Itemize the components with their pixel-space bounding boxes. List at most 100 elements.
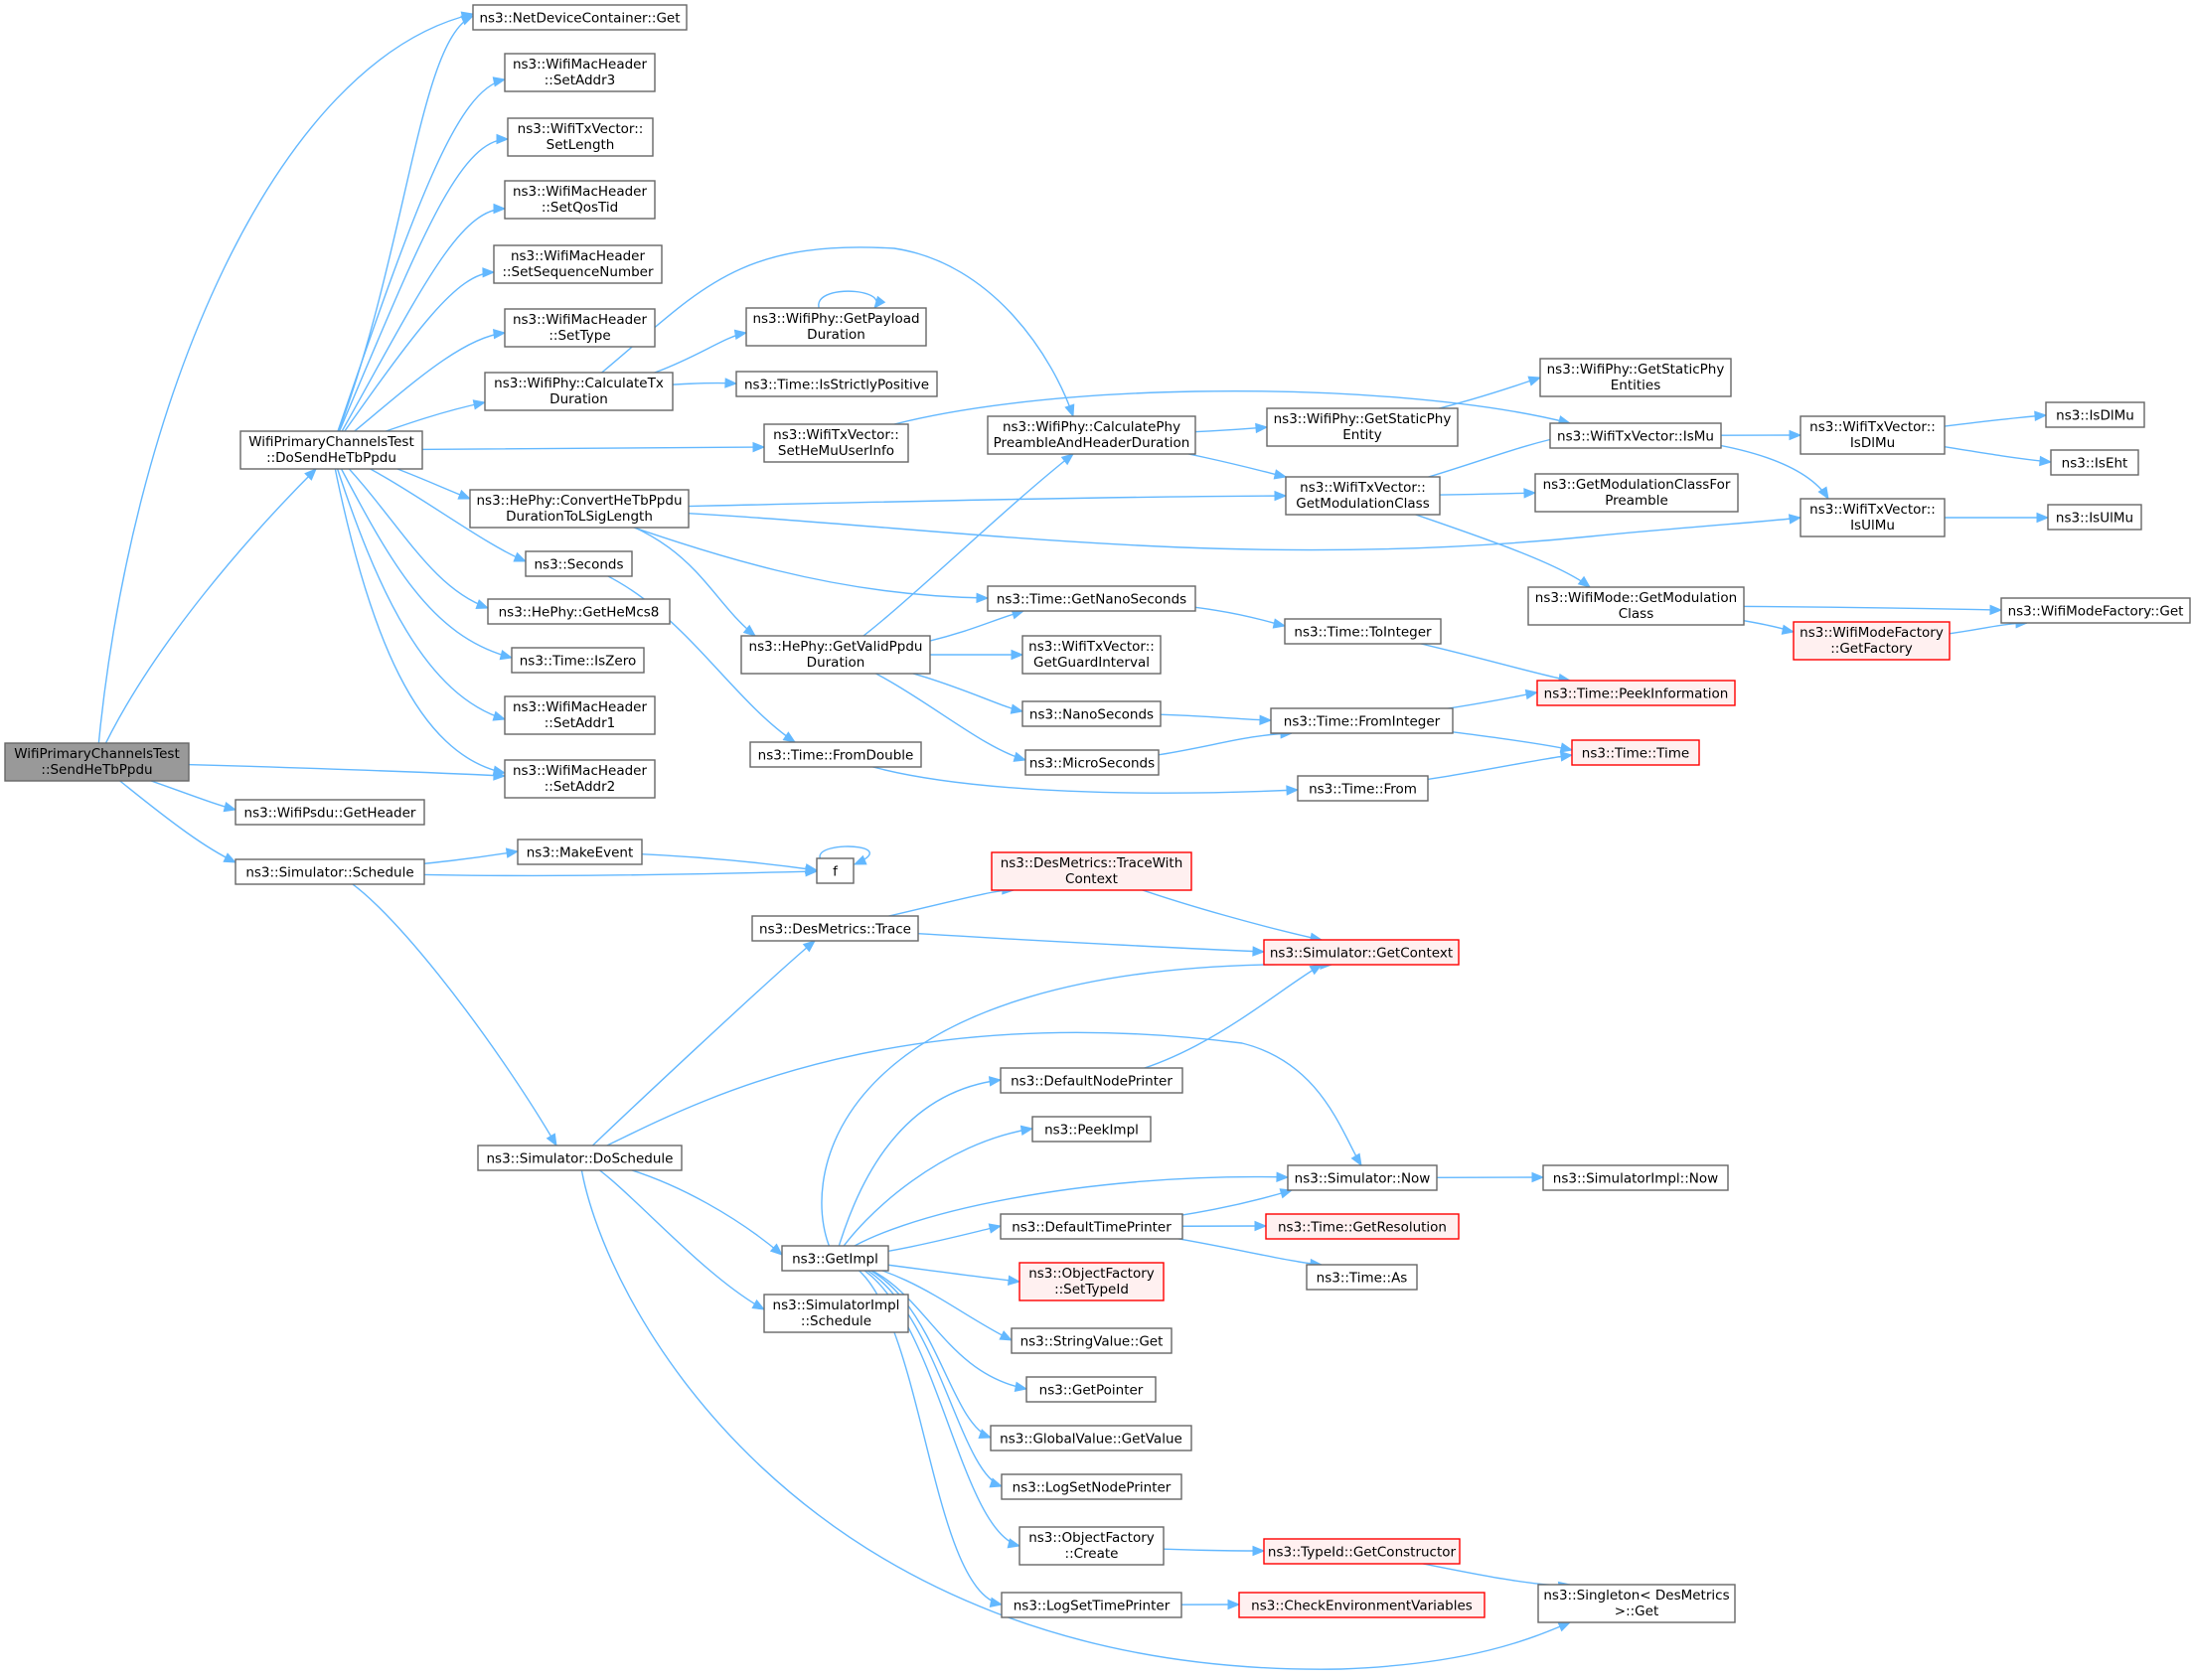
function-node-singleton[interactable]: ns3::Singleton< DesMetrics>::Get <box>1537 1584 1736 1623</box>
function-node-box <box>749 741 922 768</box>
function-node-setHeMu[interactable]: ns3::WifiTxVector::SetHeMuUserInfo <box>763 423 909 463</box>
function-node-box <box>1021 635 1162 675</box>
function-node-label: ns3::MicroSeconds <box>1029 756 1155 772</box>
function-node-checkEnv[interactable]: ns3::CheckEnvironmentVariables <box>1238 1592 1486 1618</box>
function-node-box <box>1800 415 1946 455</box>
function-node-label: ns3::GetPointer <box>1039 1383 1144 1399</box>
function-node-strGet[interactable]: ns3::StringValue::Get <box>1011 1327 1173 1354</box>
function-node-label: ns3::IsUlMu <box>2056 511 2133 527</box>
function-node-timeAs[interactable]: ns3::Time::As <box>1306 1264 1418 1291</box>
function-node-logTime[interactable]: ns3::LogSetTimePrinter <box>1001 1592 1182 1618</box>
function-node-makeEvent[interactable]: ns3::MakeEvent <box>517 839 643 865</box>
function-node-implSched[interactable]: ns3::SimulatorImpl::Schedule <box>763 1294 909 1333</box>
function-node-setAddr3[interactable]: ns3::WifiMacHeader::SetAddr3 <box>504 53 656 92</box>
function-node-label: ns3::WifiTxVector::IsMu <box>1557 429 1714 445</box>
function-node-nsIsEht[interactable]: ns3::IsEht <box>2050 449 2139 476</box>
function-node-fromDouble[interactable]: ns3::Time::FromDouble <box>749 741 922 768</box>
function-node-box <box>987 415 1196 455</box>
function-node-getModClass[interactable]: ns3::WifiTxVector::GetModulationClass <box>1285 476 1441 516</box>
function-node-label: ns3::DefaultTimePrinter <box>1012 1220 1172 1236</box>
function-node-ofCreate[interactable]: ns3::ObjectFactory::Create <box>1018 1526 1165 1566</box>
function-node-setLength[interactable]: ns3::WifiTxVector::SetLength <box>507 117 654 157</box>
function-node-nsIsDlMu[interactable]: ns3::IsDlMu <box>2045 401 2145 428</box>
function-node-label: ns3::HePhy::GetHeMcs8 <box>499 605 660 621</box>
function-node-getCtx[interactable]: ns3::Simulator::GetContext <box>1263 939 1460 966</box>
function-node-root[interactable]: WifiPrimaryChannelsTest::SendHeTbPpdu <box>4 742 190 782</box>
function-node-psduHdr[interactable]: ns3::WifiPsdu::GetHeader <box>235 799 425 826</box>
function-node-label: ns3::WifiTxVector:: <box>773 427 899 443</box>
function-node-label: ns3::Time::As <box>1317 1271 1408 1287</box>
function-node-seconds[interactable]: ns3::Seconds <box>525 550 633 577</box>
function-node-microSec[interactable]: ns3::MicroSeconds <box>1024 749 1160 776</box>
function-node-label: ::SetAddr3 <box>545 73 616 88</box>
function-node-logNode[interactable]: ns3::LogSetNodePrinter <box>1001 1473 1182 1500</box>
function-node-getHeMcs8[interactable]: ns3::HePhy::GetHeMcs8 <box>487 598 671 625</box>
function-node-simNow[interactable]: ns3::Simulator::Now <box>1287 1164 1438 1191</box>
function-node-implNow[interactable]: ns3::SimulatorImpl::Now <box>1542 1164 1729 1191</box>
function-node-nsIsUlMu[interactable]: ns3::IsUlMu <box>2047 504 2142 531</box>
function-node-setAddr2[interactable]: ns3::WifiMacHeader::SetAddr2 <box>504 759 656 799</box>
function-node-doSend[interactable]: WifiPrimaryChannelsTest::DoSendHeTbPpdu <box>239 430 423 470</box>
function-node-f[interactable]: f <box>816 857 855 884</box>
function-node-getNano[interactable]: ns3::Time::GetNanoSeconds <box>987 585 1196 612</box>
function-node-box <box>487 598 671 625</box>
function-node-label: ns3::WifiTxVector:: <box>518 121 644 137</box>
function-node-label: ns3::WifiTxVector:: <box>1028 639 1155 655</box>
function-node-peekInfo[interactable]: ns3::Time::PeekInformation <box>1536 680 1736 706</box>
function-node-box <box>2050 449 2139 476</box>
function-node-getPointer[interactable]: ns3::GetPointer <box>1025 1376 1157 1403</box>
function-node-timeTime[interactable]: ns3::Time::Time <box>1571 739 1700 766</box>
call-edge-getImpl-to-defNode <box>834 1076 1003 1259</box>
function-node-box <box>235 799 425 826</box>
function-node-getImpl[interactable]: ns3::GetImpl <box>781 1245 889 1272</box>
function-node-isMu[interactable]: ns3::WifiTxVector::IsMu <box>1549 422 1722 449</box>
function-node-box <box>1011 1327 1173 1354</box>
function-node-guard[interactable]: ns3::WifiTxVector::GetGuardInterval <box>1021 635 1162 675</box>
function-node-wmGetModClass[interactable]: ns3::WifiMode::GetModulationClass <box>1527 586 1745 626</box>
function-node-isUlMu[interactable]: ns3::WifiTxVector::IsUlMu <box>1800 498 1946 537</box>
function-node-label: ns3::WifiPhy::CalculatePhy <box>1003 419 1180 435</box>
function-node-setTypeId[interactable]: ns3::ObjectFactory::SetTypeId <box>1018 1262 1165 1301</box>
function-node-label: ns3::DefaultNodePrinter <box>1011 1074 1173 1090</box>
function-node-nanoSec[interactable]: ns3::NanoSeconds <box>1021 700 1162 727</box>
function-node-isDlMu[interactable]: ns3::WifiTxVector::IsDlMu <box>1800 415 1946 455</box>
function-node-box <box>517 839 643 865</box>
function-node-getRes[interactable]: ns3::Time::GetResolution <box>1265 1213 1460 1240</box>
function-node-wmfGetFactory[interactable]: ns3::WifiModeFactory::GetFactory <box>1793 621 1951 661</box>
function-node-setQosTid[interactable]: ns3::WifiMacHeader::SetQosTid <box>504 180 656 220</box>
function-node-isZero[interactable]: ns3::Time::IsZero <box>511 647 645 674</box>
function-node-convert[interactable]: ns3::HePhy::ConvertHeTbPpduDurationToLSi… <box>469 489 690 529</box>
function-node-toInteger[interactable]: ns3::Time::ToInteger <box>1284 618 1442 645</box>
function-node-label: Entities <box>1611 378 1661 393</box>
function-node-box <box>1270 707 1454 734</box>
function-node-strictPos[interactable]: ns3::Time::IsStrictlyPositive <box>735 371 938 397</box>
function-node-fromInt[interactable]: ns3::Time::FromInteger <box>1270 707 1454 734</box>
function-node-setType[interactable]: ns3::WifiMacHeader::SetType <box>504 308 656 348</box>
function-node-defNode[interactable]: ns3::DefaultNodePrinter <box>1000 1067 1183 1094</box>
function-node-trace[interactable]: ns3::DesMetrics::Trace <box>751 915 919 942</box>
function-node-setAddr1[interactable]: ns3::WifiMacHeader::SetAddr1 <box>504 695 656 735</box>
function-node-defTime[interactable]: ns3::DefaultTimePrinter <box>1000 1213 1183 1240</box>
function-node-ndcGet[interactable]: ns3::NetDeviceContainer::Get <box>472 4 688 31</box>
function-node-schedule[interactable]: ns3::Simulator::Schedule <box>235 858 425 885</box>
function-node-calcPre[interactable]: ns3::WifiPhy::CalculatePhyPreambleAndHea… <box>987 415 1196 455</box>
function-node-getCtor[interactable]: ns3::TypeId::GetConstructor <box>1263 1538 1461 1565</box>
function-node-timeFrom[interactable]: ns3::Time::From <box>1297 775 1429 802</box>
function-node-label: WifiPrimaryChannelsTest <box>14 746 180 762</box>
function-node-setSeq[interactable]: ns3::WifiMacHeader::SetSequenceNumber <box>493 244 663 284</box>
function-node-label: ns3::Simulator::Schedule <box>245 865 413 881</box>
function-node-label: ::SetType <box>548 328 610 344</box>
function-node-gvGet[interactable]: ns3::GlobalValue::GetValue <box>990 1425 1192 1451</box>
function-node-peekImpl[interactable]: ns3::PeekImpl <box>1031 1116 1152 1143</box>
function-node-wmfGet[interactable]: ns3::WifiModeFactory::Get <box>2000 597 2191 624</box>
function-node-doSched[interactable]: ns3::Simulator::DoSchedule <box>477 1145 683 1171</box>
function-node-box <box>1024 749 1160 776</box>
